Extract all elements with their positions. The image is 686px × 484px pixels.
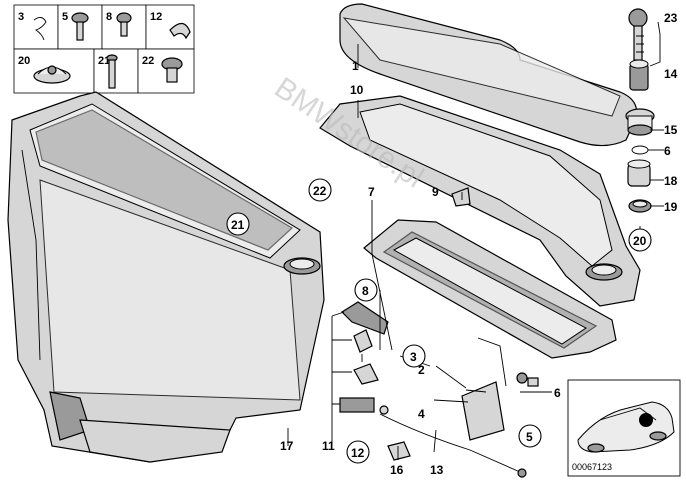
callout-6: 6 — [664, 144, 671, 158]
callout-17: 17 — [280, 439, 294, 453]
latch-spring — [353, 329, 373, 362]
callout-12: 12 — [351, 446, 365, 460]
callout-22: 22 — [313, 184, 327, 198]
callout-14: 14 — [664, 67, 678, 81]
callout-5: 5 — [526, 430, 533, 444]
spring-pin — [435, 365, 467, 389]
callout-7: 7 — [368, 185, 375, 199]
callout-2: 2 — [418, 363, 425, 377]
long-screw-icon — [106, 54, 118, 89]
callout-4: 4 — [418, 407, 425, 421]
callout-1: 1 — [352, 59, 359, 73]
callout-15: 15 — [664, 123, 678, 137]
expanding-rivet-icon — [33, 65, 71, 84]
callout-6-lower: 6 — [554, 386, 561, 400]
lock-mechanism — [461, 337, 507, 441]
clip-nut — [387, 441, 411, 461]
cable-end — [517, 468, 527, 478]
storage-tray — [363, 219, 617, 359]
callout-8: 8 — [362, 284, 369, 298]
callout-13: 13 — [430, 463, 444, 477]
callout-21: 21 — [231, 218, 245, 232]
legend-number-12: 12 — [150, 11, 162, 23]
legend-number-20: 20 — [18, 55, 30, 67]
mounting-bracket — [451, 187, 471, 207]
screw-icon — [71, 12, 89, 41]
catalog-number: 00067123 — [572, 462, 612, 472]
callout-23: 23 — [664, 11, 678, 25]
release-cable — [379, 413, 521, 473]
lock-key — [628, 8, 648, 61]
center-console-housing — [7, 91, 325, 463]
small-fastener — [516, 372, 539, 387]
callout-18: 18 — [664, 174, 678, 188]
callout-20: 20 — [633, 234, 647, 248]
clip-icon — [33, 17, 47, 41]
latch-bracket — [339, 397, 389, 415]
leader-lines — [287, 21, 664, 460]
legend-number-3: 3 — [18, 11, 24, 23]
legend-number-22: 22 — [142, 55, 154, 67]
callout-10: 10 — [350, 83, 364, 97]
latch-clip — [353, 363, 379, 385]
legend-number-8: 8 — [106, 11, 112, 23]
callout-9: 9 — [432, 185, 439, 199]
retaining-ring — [631, 145, 649, 155]
armrest-frame — [319, 95, 641, 307]
legend-number-5: 5 — [62, 11, 68, 23]
callout-3: 3 — [410, 350, 417, 364]
screw-icon — [161, 57, 183, 83]
lock-cylinder — [629, 59, 649, 91]
armrest-cover — [339, 3, 638, 147]
callout-11: 11 — [322, 439, 335, 453]
lock-nut — [628, 199, 652, 213]
vehicle-location-inset: 00067123 — [567, 379, 681, 477]
hinge-bracket — [341, 301, 389, 335]
screw-icon — [116, 12, 132, 37]
callout-16: 16 — [390, 463, 404, 477]
spring-clip-icon — [169, 22, 191, 40]
hardware-legend: 3 5 8 12 20 21 22 — [13, 4, 195, 94]
location-marker-icon — [639, 413, 653, 427]
callout-19: 19 — [664, 200, 678, 214]
lock-housing-ring — [625, 108, 655, 136]
lock-insert — [627, 159, 651, 187]
